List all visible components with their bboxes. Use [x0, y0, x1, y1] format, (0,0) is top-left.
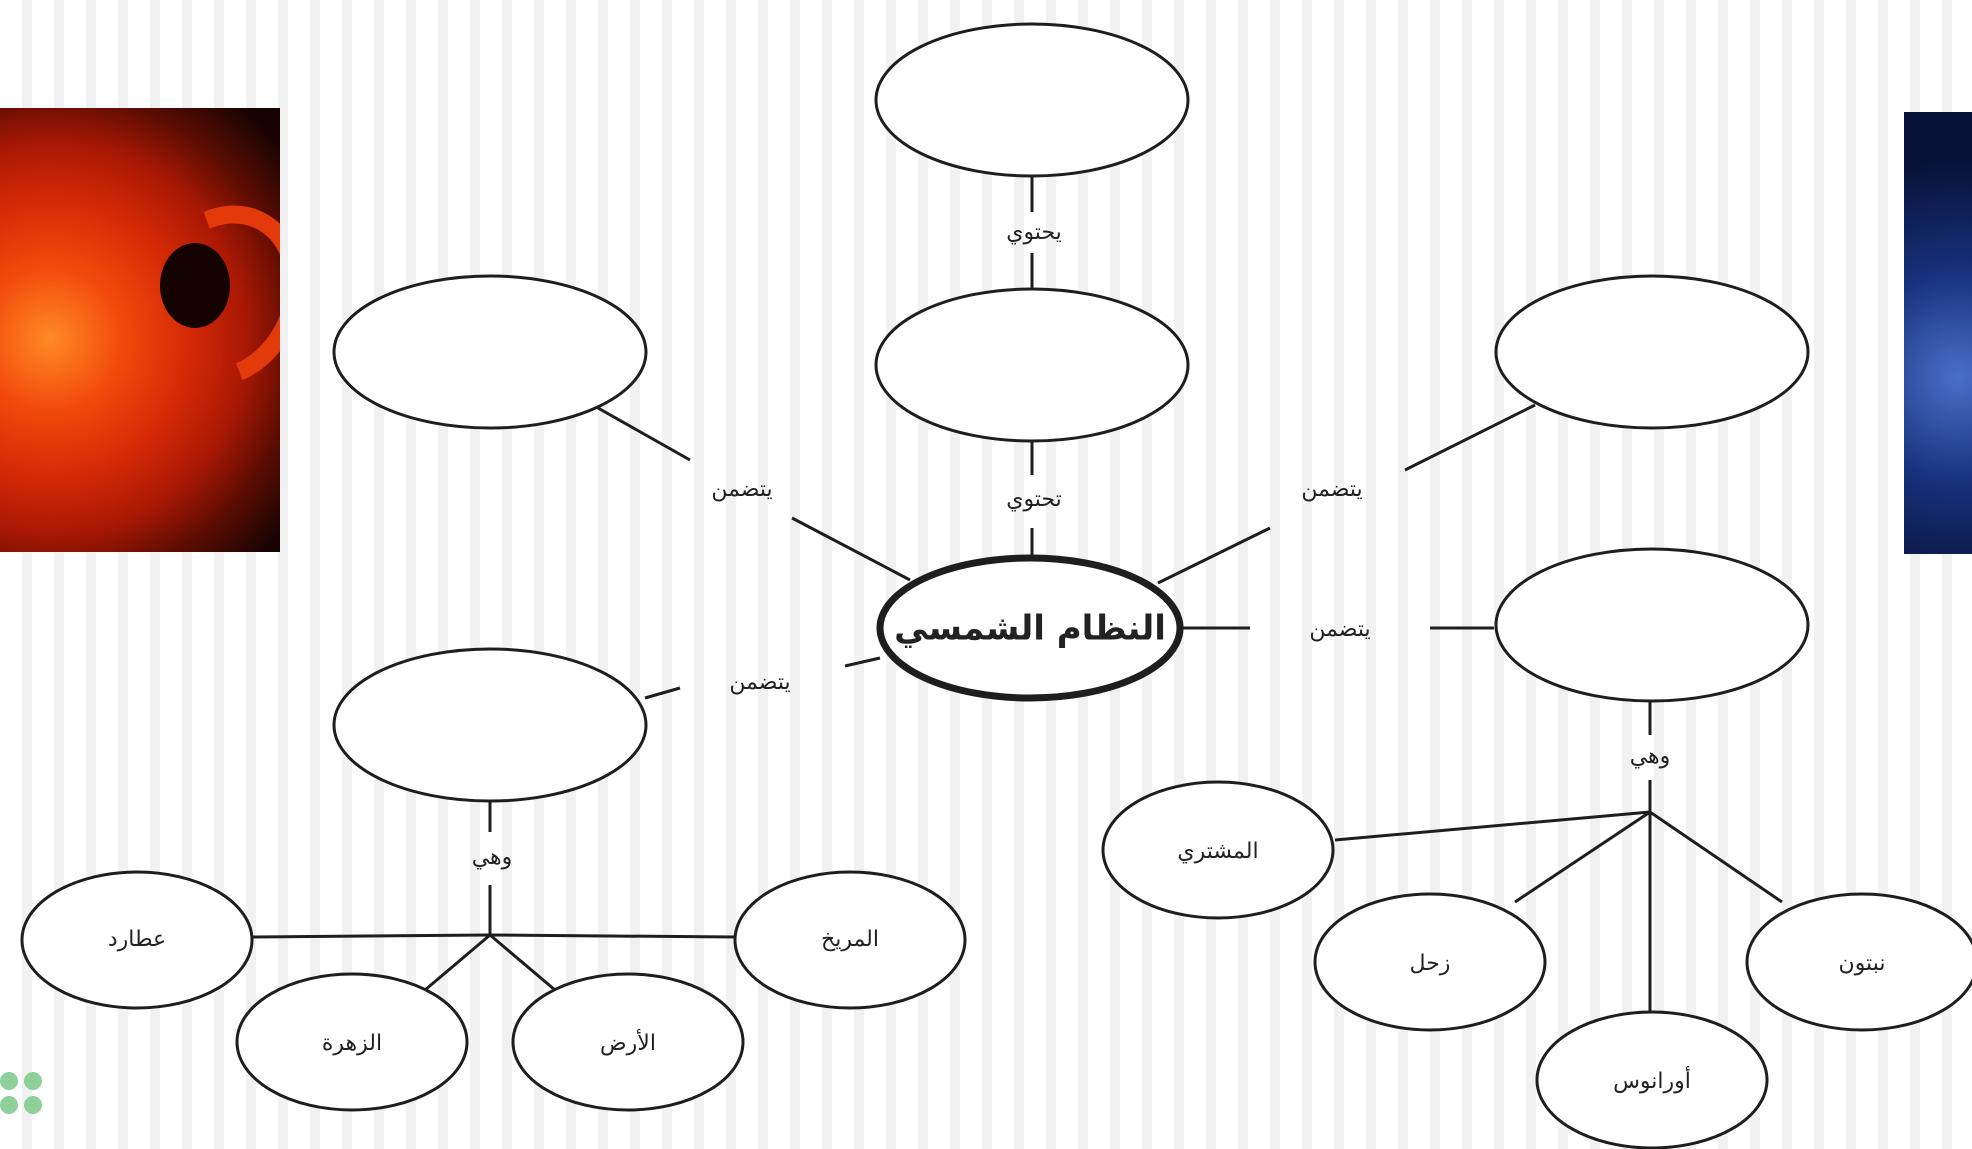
planet-node-earth	[511, 972, 745, 1112]
blank-node-upper-left	[332, 274, 648, 430]
sun-photo	[0, 108, 280, 552]
planet-label-venus: الزهرة	[322, 1031, 382, 1056]
link-label-includes-right: يتضمن	[1309, 617, 1370, 642]
galaxy-photo	[1904, 112, 1972, 554]
planet-node-uranus	[1535, 1010, 1769, 1149]
link-label-contains-top: يحتوي	[1006, 220, 1062, 245]
planet-label-uranus: أورانوس	[1613, 1066, 1691, 1094]
blank-node-right	[1494, 547, 1810, 703]
center-label: النظام الشمسي	[894, 609, 1166, 649]
link-label-includes-left: يتضمن	[729, 670, 790, 695]
logo-dots-icon	[0, 1060, 50, 1140]
nodes	[20, 22, 1972, 1149]
link-label-includes-upper-left: يتضمن	[711, 477, 772, 502]
link-label-includes-upper-right: يتضمن	[1301, 477, 1362, 502]
planet-node-mars	[733, 870, 967, 1010]
planet-label-mercury: عطارد	[108, 927, 166, 952]
planet-label-neptune: نبتون	[1839, 951, 1886, 976]
planet-label-jupiter: المشتري	[1177, 839, 1258, 864]
planet-label-saturn: زحل	[1410, 951, 1451, 976]
blank-node-center-upper	[874, 287, 1190, 443]
connector-lines	[251, 175, 1783, 1012]
planet-node-mercury	[20, 870, 254, 1010]
planet-node-jupiter	[1101, 780, 1335, 920]
planet-node-saturn	[1313, 892, 1547, 1032]
center-node	[876, 554, 1184, 702]
blank-node-top	[874, 22, 1190, 178]
planet-label-earth: الأرض	[600, 1029, 656, 1056]
planet-label-mars: المريخ	[821, 927, 879, 952]
blank-node-left	[332, 647, 648, 803]
link-label-and-they-left: وهي	[472, 845, 513, 870]
link-label-and-they-right: وهي	[1630, 744, 1671, 769]
sun-dark-region	[160, 243, 230, 328]
planet-node-neptune	[1745, 892, 1972, 1032]
blank-node-upper-right	[1494, 274, 1810, 430]
planet-node-venus	[235, 972, 469, 1112]
link-label-contains-center: تحتوي	[1006, 487, 1062, 512]
